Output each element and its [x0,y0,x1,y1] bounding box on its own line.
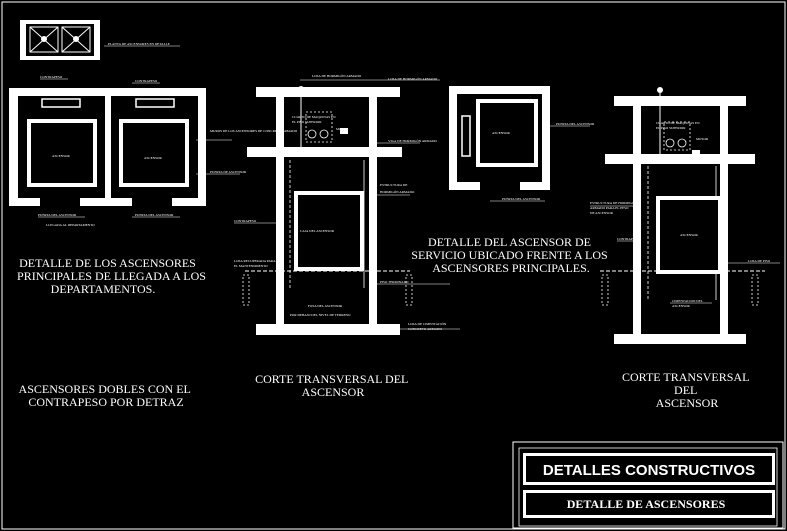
section1-top-label: LOSA DE HORMIGÓN ARMADO [312,73,362,78]
left-plan-caption: DETALLE DE LOS ASCENSORES PRINCIPALES DE… [17,256,209,296]
section1-left-note: CONTRAPESO [234,219,257,223]
service-side-note: PUERTA DEL ASCENSOR [556,122,595,126]
elevator-section-2: CUARTO DE MAQUINAS EN EL PISO SUPERIOR M… [590,87,780,344]
bottom-note-a2: LLEGADA AL DEPARTAMENTO [46,223,95,227]
service-plan-caption: DETALLE DEL ASCENSOR DE SERVICIO UBICADO… [411,235,610,275]
section2-machine-room: CUARTO DE MAQUINAS EN EL PISO SUPERIOR [656,121,700,130]
section1-top-label-2: LOSA DE HORMIGÓN ARMADO [388,76,438,81]
car-label-a: ASCENSOR [52,154,70,158]
double-elevators-caption: ASCENSORES DOBLES CON EL CONTRAPESO POR … [19,382,194,409]
counterweight-label-a: CONTRAPESO [40,75,63,79]
section1-pit-left: LOSA RECUPERADA PARA [234,259,276,263]
section1-motor: MOTOR [336,127,349,131]
title-block-title: DETALLES CONSTRUCTIVOS [543,462,755,479]
side-note-1: MUROS DE LOS ASCENSORES DE CONCRETO ARMA… [210,129,298,133]
counterweight-label-b: CONTRAPESO [135,79,158,83]
service-car-label: ASCENSOR [492,131,510,135]
section1-pit-left-2: EL MANTENIMIENTO [234,264,268,268]
double-elevator-plan: CONTRAPESO CONTRAPESO ASCENSOR ASCENSOR … [9,75,298,227]
key-plan: PLANTA DE ASCENSORES EN DETALLE [20,20,180,60]
title-block-subtitle: DETALLE DE ASCENSORES [567,497,726,511]
section2-car-label: ASCENSOR [680,233,698,237]
title-block: DETALLES CONSTRUCTIVOS DETALLE DE ASCENS… [512,441,784,529]
service-elevator-plan: ASCENSOR PUERTA DEL ASCENSOR PUERTA DEL … [449,86,595,202]
section1-pit-sub: POR DEBAJO DEL NIVEL DE TERRENO [290,313,351,317]
section2-left-note-2: CONTRAPESO [617,237,640,241]
section1-caption: CORTE TRANSVERSAL DEL ASCENSOR [255,372,411,399]
elevator-section-1: LOSA DE HORMIGÓN ARMADO LOSA DE HORMIGÓN… [234,73,460,335]
section2-right-note: LOSA DE PISO [748,259,771,263]
service-bottom-note: PUERTA DEL ASCENSOR [502,197,541,201]
bottom-note-a1: PUERTA DEL ASCENSOR [38,213,77,217]
car-label-b: ASCENSOR [144,156,162,160]
section1-beam-note: VIGA DE HORMIGÓN ARMADO [388,138,437,143]
section1-base-note-1: LOSA DE CIMENTACIÓN [408,321,447,326]
section2-caption: CORTE TRANSVERSAL DEL ASCENSOR [622,370,752,410]
bottom-note-b1: PUERTA DEL ASCENSOR [135,213,174,217]
section2-motor: MOTOR [696,137,709,141]
section1-machine-room: CUARTO DE MAQUINAS EN EL PISO SUPERIOR [292,115,336,124]
section1-car-label: CAJA DEL ASCENSOR [300,229,335,233]
section2-left-notes: ESTRUCTURA DE HORMIGON ARMADO PARA EL PE… [590,201,638,215]
side-note-2: PUERTA DE ASCENSOR [210,170,247,174]
section1-pit-label: FOSA DEL ASCENSOR [308,304,343,308]
key-plan-note: PLANTA DE ASCENSORES EN DETALLE [108,42,170,46]
section1-structure: ESTRUCTURA DE HORMIGÓN ARMADO [380,183,415,194]
section2-pit-note: CIMENTACION DEL ASCENSOR [672,299,704,308]
section1-pit-right: PISO TERMINADO [380,280,409,284]
